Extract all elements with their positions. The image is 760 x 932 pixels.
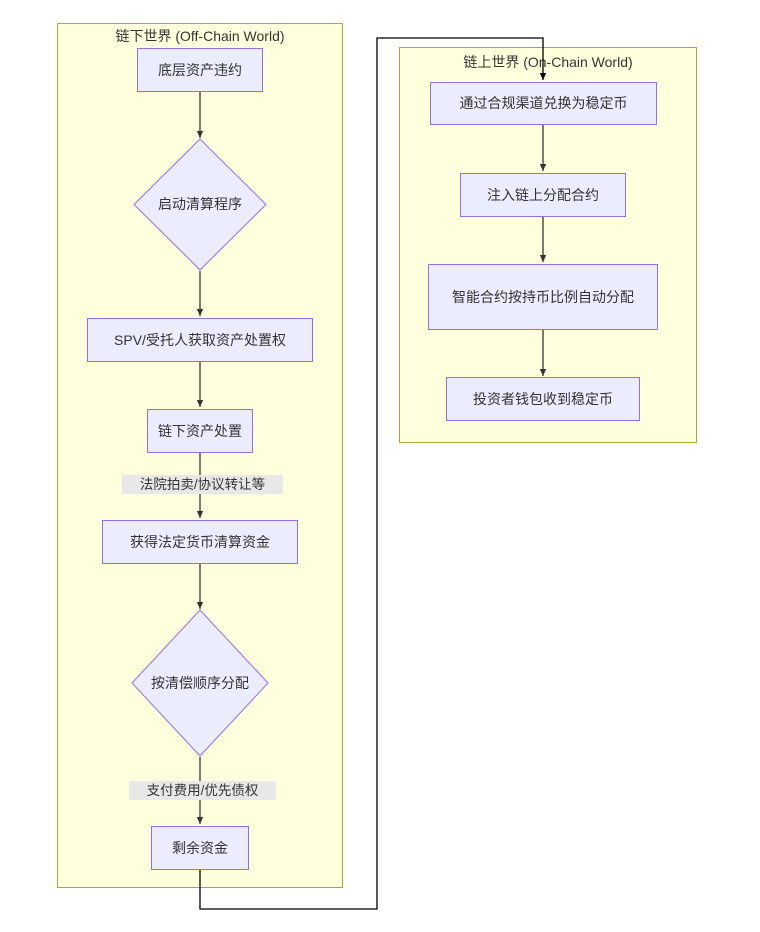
node-b2-inject-distribution-contract[interactable]: 注入链上分配合约	[460, 173, 626, 217]
edge-label-fees-senior-claims: 支付费用/优先债权	[129, 781, 276, 800]
subgraph-onchain-title: 链上世界 (On-Chain World)	[463, 54, 633, 70]
node-a1-underlying-asset-default[interactable]: 底层资产违约	[137, 48, 263, 92]
diamond-shape-a2	[133, 138, 267, 271]
node-a6-distribute-by-priority[interactable]: 按清偿顺序分配	[131, 609, 269, 757]
node-b3-smart-contract-auto-distribute[interactable]: 智能合约按持币比例自动分配	[428, 264, 658, 330]
node-a2-start-liquidation[interactable]: 启动清算程序	[133, 138, 267, 271]
node-a3-spv-trustee-disposal-right[interactable]: SPV/受托人获取资产处置权	[87, 318, 313, 362]
diamond-shape-a6	[131, 609, 269, 757]
subgraph-offchain-title: 链下世界 (Off-Chain World)	[115, 28, 285, 44]
node-b4-investor-wallet-receives[interactable]: 投资者钱包收到稳定币	[446, 377, 640, 421]
edge-a7-b1-crossworld	[199, 37, 547, 910]
edge-label-court-auction: 法院拍卖/协议转让等	[122, 475, 283, 494]
node-b1-convert-to-stablecoin[interactable]: 通过合规渠道兑换为稳定币	[430, 82, 657, 125]
node-a4-offchain-asset-disposal[interactable]: 链下资产处置	[147, 409, 253, 453]
node-a7-residual-funds[interactable]: 剩余资金	[151, 826, 249, 870]
node-a5-fiat-liquidation-funds[interactable]: 获得法定货币清算资金	[102, 520, 298, 564]
